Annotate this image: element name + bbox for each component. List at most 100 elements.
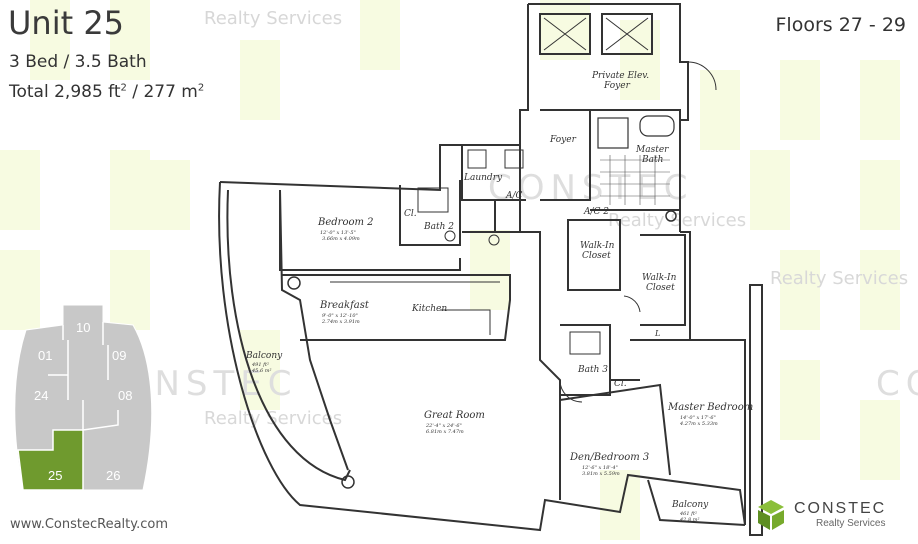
label-ac2: A/C 2 bbox=[583, 207, 609, 217]
watermark-realty-services-text: Realty Services bbox=[608, 210, 747, 231]
label-balcony2-dim: 461 ft² bbox=[679, 511, 697, 517]
label-balcony1: Balcony bbox=[245, 351, 283, 361]
bath3-wall bbox=[560, 324, 611, 396]
watermark-block bbox=[860, 160, 900, 230]
watermark-block bbox=[110, 250, 150, 330]
constec-logo-icon bbox=[758, 500, 784, 530]
kitchen-wall bbox=[282, 274, 511, 341]
key-plan: 10 01 09 24 08 25 26 bbox=[14, 304, 153, 491]
column-marker bbox=[287, 276, 301, 290]
shower-stall bbox=[597, 117, 629, 149]
watermark-realty-services-text: Realty Services bbox=[770, 268, 909, 289]
shower-stall bbox=[417, 187, 449, 213]
floors-text: Floors 27 - 29 bbox=[775, 14, 907, 36]
label-bedroom2-dim: 12'-0" x 13'-5" bbox=[320, 230, 356, 236]
watermark-block bbox=[780, 250, 820, 330]
label-master-bedroom-dim: 14'-0" x 17'-6" bbox=[680, 415, 716, 421]
label-master-bedroom: Master Bedroom bbox=[667, 402, 753, 413]
tile-floor bbox=[600, 155, 670, 205]
keyplan-outline bbox=[14, 304, 153, 491]
label-closet: Cl. bbox=[404, 209, 417, 219]
exterior-wall bbox=[219, 144, 521, 232]
label-l-mark: L bbox=[654, 329, 660, 338]
watermark-block bbox=[150, 160, 190, 230]
exterior-wall bbox=[226, 189, 351, 482]
superscript-2: 2 bbox=[120, 82, 127, 94]
watermark-block bbox=[240, 40, 280, 120]
label-closet-2: Cl. bbox=[614, 379, 627, 389]
constec-logo: CONSTEC Realty Services bbox=[754, 496, 904, 534]
label-balcony2: Balcony bbox=[671, 500, 709, 510]
structural-column bbox=[749, 284, 763, 536]
total-ft-text: Total 2,985 ft bbox=[9, 82, 121, 102]
keyplan-label-10: 10 bbox=[76, 320, 90, 335]
watermark-block bbox=[780, 60, 820, 140]
label-balcony1-metric: 45.6 m² bbox=[251, 368, 271, 374]
master-bedroom-wall bbox=[610, 339, 690, 381]
exterior-wall bbox=[218, 181, 746, 532]
watermark-block bbox=[110, 0, 150, 80]
watermark-block bbox=[860, 60, 900, 140]
label-balcony1-dim: 491 ft² bbox=[251, 362, 269, 368]
elevator-shaft bbox=[601, 13, 653, 55]
watermark-block bbox=[540, 0, 590, 60]
label-walkin2-closet: Closet bbox=[646, 283, 675, 293]
master-bath-wall bbox=[590, 109, 681, 211]
label-foyer: Foyer bbox=[549, 135, 577, 145]
watermark-block bbox=[0, 250, 40, 330]
toilet bbox=[444, 230, 456, 242]
label-master-bedroom-metric: 4.27m x 5.33m bbox=[679, 421, 718, 427]
walkin-closet-wall bbox=[567, 219, 686, 326]
total-area-text: Total 2,985 ft2 / 277 m2 bbox=[9, 82, 204, 102]
foyer-wall bbox=[540, 109, 591, 201]
logo-brand-text: CONSTEC bbox=[794, 500, 887, 517]
label-walkin1: Walk-In bbox=[580, 241, 615, 251]
label-breakfast-metric: 2.74m x 3.91m bbox=[321, 319, 360, 325]
label-den-metric: 3.81m x 5.59m bbox=[582, 471, 620, 477]
toilet bbox=[488, 234, 500, 246]
shower-stall bbox=[569, 331, 601, 355]
logo-sub-text: Realty Services bbox=[816, 518, 886, 529]
watermark-block bbox=[0, 150, 40, 230]
kitchen-counter bbox=[330, 281, 500, 335]
label-den: Den/Bedroom 3 bbox=[569, 452, 649, 463]
bedroom2-wall bbox=[279, 190, 461, 271]
label-bath2: Bath 2 bbox=[423, 222, 454, 232]
label-ac: A/C bbox=[505, 191, 523, 201]
watermark-realty-services-text: Realty Services bbox=[204, 408, 343, 429]
superscript-2: 2 bbox=[197, 82, 205, 94]
watermark-constec-text: CONSTEC bbox=[876, 364, 918, 404]
column-marker bbox=[341, 475, 355, 489]
keyplan-label-24: 24 bbox=[34, 388, 48, 403]
keyplan-label-09: 09 bbox=[112, 348, 126, 363]
den-wall bbox=[559, 383, 671, 476]
label-private-elev: Private Elev. bbox=[591, 71, 649, 81]
bed-bath-text: 3 Bed / 3.5 Bath bbox=[9, 52, 147, 72]
watermark-block bbox=[860, 250, 900, 330]
door-swing bbox=[623, 295, 641, 313]
elevator-shaft bbox=[539, 13, 591, 55]
website-link[interactable]: www.ConstecRealty.com bbox=[10, 517, 168, 532]
watermark-block bbox=[360, 0, 400, 70]
door-swing bbox=[559, 379, 583, 403]
watermark-block bbox=[750, 150, 790, 230]
label-great-room-metric: 6.81m x 7.47m bbox=[426, 429, 464, 435]
elevator-x-mark bbox=[543, 17, 649, 51]
label-den-dim: 12'-6" x 18'-4" bbox=[582, 465, 618, 471]
watermark-realty-text: Realty Services bbox=[204, 8, 343, 29]
watermark-block bbox=[700, 70, 740, 150]
label-laundry: Laundry bbox=[463, 173, 503, 183]
label-bedroom2: Bedroom 2 bbox=[317, 217, 374, 228]
right-wing-wall bbox=[680, 231, 746, 525]
balcony2-wall bbox=[647, 479, 746, 526]
keyplan-label-26: 26 bbox=[106, 468, 120, 483]
bathtub bbox=[639, 115, 675, 137]
watermark-block bbox=[30, 0, 70, 80]
door-swing bbox=[687, 61, 717, 91]
label-walkin1-closet: Closet bbox=[582, 251, 611, 261]
unit-title: Unit 25 bbox=[8, 4, 125, 42]
label-master-bath: Master bbox=[635, 145, 669, 155]
label-balcony2-metric: 42.8 m² bbox=[679, 517, 699, 523]
